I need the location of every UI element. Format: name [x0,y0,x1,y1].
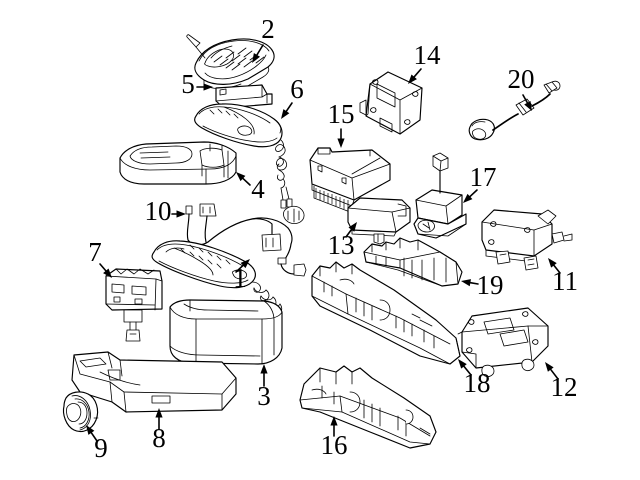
callout-number-11: 11 [552,266,578,296]
callout-leader-line [285,102,293,112]
part-main-ecu-computer [309,147,391,213]
callout-leader-line [99,263,107,272]
part-antenna-adapter-cable [185,203,307,277]
callout-number-12: 12 [551,372,578,402]
callout-leader-line [469,189,478,198]
callout-number-16: 16 [321,430,348,460]
callout-11: 11 [548,258,578,296]
callout-leader-line [463,365,472,376]
callout-number-19: 19 [477,270,504,300]
callout-18: 18 [458,359,491,398]
callout-number-20: 20 [508,64,535,94]
callout-arrowhead [461,279,471,287]
callout-arrowhead [337,138,345,148]
callout-arrowhead [548,258,557,268]
callout-number-10: 10 [145,196,172,226]
part-flip-phone [186,34,275,89]
callout-20: 20 [508,64,535,111]
callout-arrowhead [348,222,357,232]
callout-1: 1 [233,259,250,293]
callout-leader-line [522,94,529,104]
callout-number-7: 7 [88,237,102,267]
callout-6: 6 [281,74,304,119]
callout-number-4: 4 [251,174,265,204]
callout-19: 19 [461,270,504,300]
callout-14: 14 [408,40,441,84]
callout-arrowhead [330,416,338,426]
callout-number-1: 1 [233,263,247,293]
callout-number-18: 18 [464,368,491,398]
callout-12: 12 [545,362,578,402]
callout-9: 9 [86,425,108,463]
callout-leader-line [256,44,264,56]
part-hands-free-transceiver [359,71,423,135]
callout-3: 3 [257,364,271,411]
callout-15: 15 [328,99,355,148]
callout-16: 16 [321,416,348,460]
callout-leader-line [553,264,561,274]
part-speaker [62,391,99,433]
part-console-carrier-tray [311,261,461,365]
callout-number-2: 2 [261,14,275,44]
callout-arrowhead [458,359,467,369]
part-console-armrest-tray [169,299,283,365]
callout-number-5: 5 [181,69,195,99]
callout-arrowhead [203,83,213,91]
callout-number-8: 8 [152,423,166,453]
callout-leader-line [469,281,479,285]
callout-leader-line [345,228,353,238]
callout-arrowhead [176,210,186,218]
part-cordless-handset [194,103,293,209]
callout-10: 10 [145,196,186,226]
callout-arrowhead [236,172,246,182]
callout-leader-line [90,432,98,442]
coil-cord-part6 [275,139,293,209]
callout-arrowhead [463,193,473,203]
callout-arrowhead [281,109,290,119]
part-console-lower-cover [71,351,237,413]
callout-7: 7 [88,237,112,278]
part-telephone-control-module [347,197,411,245]
callout-number-15: 15 [328,99,355,129]
callout-leader-line [242,177,251,186]
callout-number-6: 6 [290,74,304,104]
callout-arrowhead [545,362,554,372]
callout-arrowhead [103,268,112,278]
callout-arrowhead [408,74,417,84]
callout-arrowhead [260,364,268,374]
callout-5: 5 [181,69,213,99]
callout-arrowhead [86,425,95,435]
callout-arrowhead [240,259,250,269]
callout-13: 13 [328,222,357,260]
callout-4: 4 [236,172,265,204]
callout-number-9: 9 [94,433,108,463]
callout-arrowhead [155,408,163,418]
callout-leader-line [235,264,244,273]
part-microphone-bracket [413,152,467,239]
callout-arrowhead [524,100,532,111]
part-amplifier-control-unit [457,307,549,378]
callout-number-13: 13 [328,230,355,260]
callout-number-3: 3 [257,381,271,411]
callout-8: 8 [152,408,166,453]
callout-number-17: 17 [470,162,497,192]
part-phone-cradle-base [119,141,237,185]
callout-arrowhead [252,53,261,63]
part-control-switch-panel [105,268,163,342]
part-console-upper-retainer [363,237,463,287]
callout-2: 2 [252,14,275,63]
callout-leader-line [413,68,422,78]
callout-leader-line [549,368,559,380]
callout-17: 17 [463,162,497,203]
part-bluetooth-module [481,209,573,271]
part-console-frame-bracket [299,365,437,449]
callout-number-14: 14 [414,40,442,70]
